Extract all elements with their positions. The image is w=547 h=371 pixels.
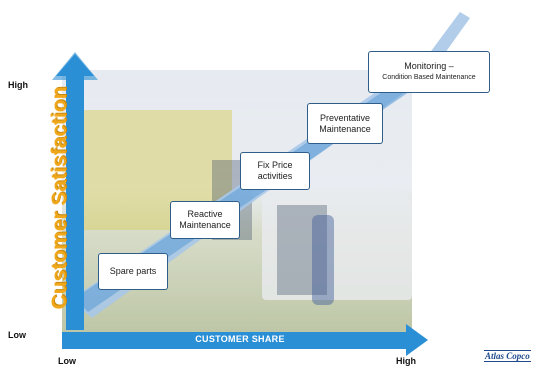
atlas-copco-logo: Atlas Copco [484,350,531,362]
x-axis-arrowhead [406,324,428,356]
step-label: Fix Price activities [257,160,293,181]
y-axis-high-label: High [8,80,28,90]
step-fix-price-activities: Fix Price activities [240,152,310,190]
y-axis-low-label: Low [8,330,26,340]
step-sublabel: Condition Based Maintenance [382,74,476,81]
x-axis-bar [62,332,412,349]
step-label: Monitoring – [404,61,454,71]
step-reactive-maintenance: Reactive Maintenance [170,201,240,239]
x-axis-low-label: Low [58,356,76,366]
step-monitoring: Monitoring – Condition Based Maintenance [368,51,490,93]
x-axis-high-label: High [396,356,416,366]
step-label: Spare parts [109,266,157,276]
y-axis-label: Customer Satisfaction [48,86,71,310]
y-axis-arrowhead-right [52,52,98,80]
step-preventative-maintenance: Preventative Maintenance [307,103,383,144]
step-spare-parts: Spare parts [98,253,168,290]
step-label: Preventative Maintenance [319,112,371,134]
x-axis-label: CUSTOMER SHARE [195,334,285,344]
y-axis-bar [66,72,84,330]
step-label: Reactive Maintenance [179,209,231,230]
